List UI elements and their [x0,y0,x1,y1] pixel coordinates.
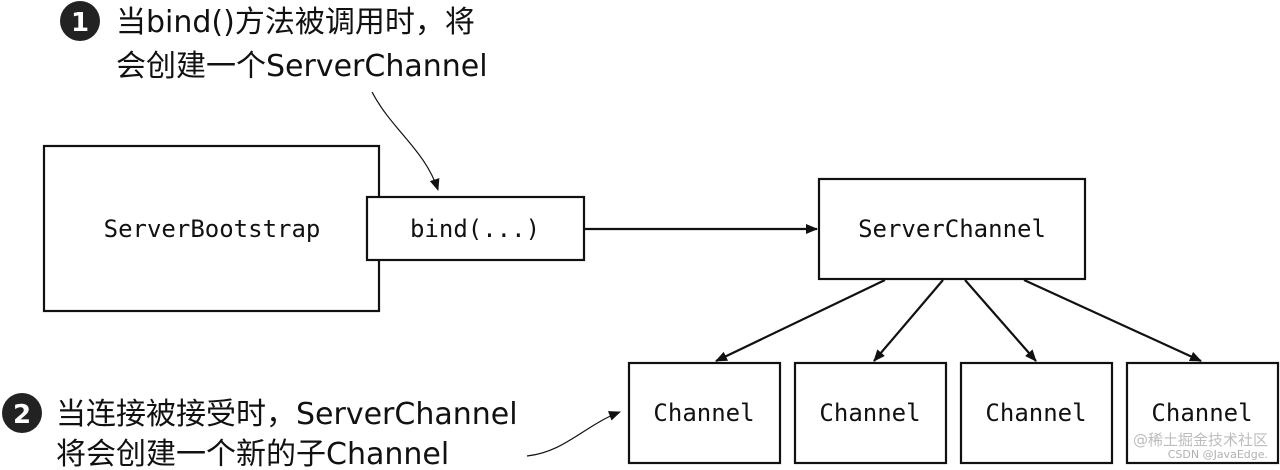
annotation-2-pointer [526,411,621,457]
channel-box-3: Channel [959,361,1114,465]
watermark-text: @稀土掘金技术社区 [1133,431,1268,449]
annotation-1-line-2: 会创建一个ServerChannel [116,49,488,84]
bind-label: bind(...) [410,215,540,243]
channel-box-1: Channel [627,361,782,465]
annotation-2-line-2: 将会创建一个新的子Channel [56,437,449,470]
badge-1-icon [60,1,100,41]
server-channel-to-channel-1-arrow [715,279,886,362]
bind-box: bind(...) [365,195,586,262]
channel-box-4: Channel [1125,361,1280,465]
server-channel-to-channel-4-arrow [1023,278,1202,363]
annotation-2-line-1: 当连接被接受时，ServerChannel [56,397,518,432]
server-bootstrap-box: ServerBootstrap [42,144,381,313]
badge-2-number: 2 [13,400,31,430]
server-channel-box: ServerChannel [817,177,1087,281]
badge-2-icon [2,393,42,433]
server-channel-to-channel-3-arrow [964,279,1037,362]
channel-4-label: Channel [1151,399,1252,427]
annotation-2: 2 当连接被接受时，ServerChannel 将会创建一个新的子Channel [2,393,518,470]
badge-1-number: 1 [71,8,89,38]
server-channel-to-channel-2-arrow [873,279,944,362]
channel-1-label: Channel [653,399,754,427]
annotation-1-pointer [371,91,440,191]
channel-3-label: Channel [985,399,1086,427]
server-channel-label: ServerChannel [858,215,1046,243]
annotation-1-line-1: 当bind()方法被调用时，将 [116,5,475,40]
server-bootstrap-label: ServerBootstrap [104,215,321,243]
annotation-1: 1 当bind()方法被调用时，将 会创建一个ServerChannel [60,1,488,84]
channel-box-2: Channel [793,361,948,465]
watermark-subtext: CSDN @JavaEdge. [1168,448,1268,461]
channel-2-label: Channel [819,399,920,427]
